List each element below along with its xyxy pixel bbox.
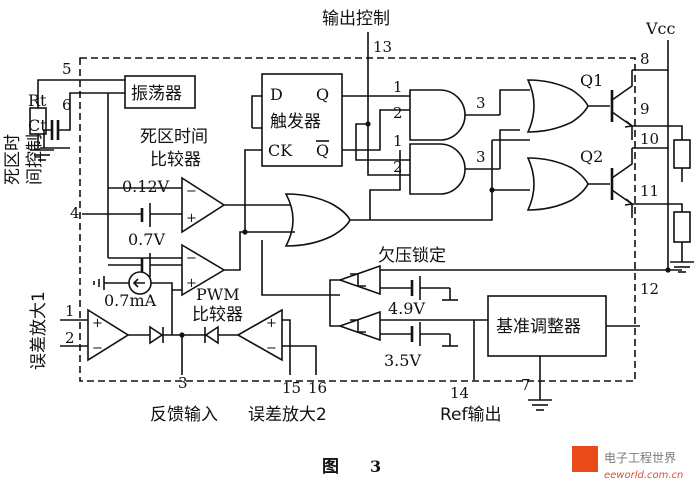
q2-label: Q2 (580, 147, 603, 166)
svg-text:−: − (92, 341, 103, 356)
svg-text:1: 1 (393, 78, 403, 96)
pin-14: 14 (450, 384, 469, 402)
watermark-site: eeworld.com.cn (604, 470, 683, 481)
transistor-q1 (610, 70, 634, 140)
rt-label: Rt (28, 91, 47, 110)
pin-15: 15 (282, 379, 301, 397)
ref-out-label: Ref输出 (440, 405, 502, 425)
pin-1: 1 (65, 302, 75, 320)
vcc-label: Vcc (645, 19, 676, 38)
dt-plus: + (186, 211, 197, 226)
pin-12: 12 (640, 280, 659, 298)
svg-text:+: + (186, 276, 197, 291)
pwm-comparator (181, 243, 226, 297)
deadtime-ctrl-label-1: 死区时 (3, 134, 23, 185)
pin-3: 3 (178, 374, 188, 392)
pin-16: 16 (308, 379, 327, 397)
v012-label: 0.12V (122, 177, 170, 196)
v07-label: 0.7V (128, 230, 165, 249)
pin-4: 4 (70, 204, 80, 222)
svg-text:2: 2 (393, 158, 403, 176)
svg-text:+: + (266, 316, 277, 331)
ref-reg-label: 基准调整器 (496, 317, 581, 337)
svg-text:3: 3 (476, 148, 486, 166)
load-resistor-1 (673, 139, 691, 169)
q1-label: Q1 (580, 71, 603, 90)
caption-num: 3 (370, 457, 381, 476)
pin-10: 10 (640, 130, 659, 148)
svg-text:+: + (92, 316, 103, 331)
pin-8: 8 (640, 50, 650, 68)
dt-minus: − (186, 184, 197, 199)
ff-qbar: Q (316, 141, 329, 160)
diode-2 (204, 325, 219, 345)
v49-label: 4.9V (388, 299, 425, 318)
chip-boundary (79, 57, 636, 382)
watermark-logo (572, 446, 598, 472)
deadtime-cmp-label-1: 死区时间 (140, 127, 208, 147)
error-amp-1 (87, 308, 130, 362)
or-gate-q1 (526, 79, 589, 133)
ref-regulator-box (487, 295, 607, 357)
pin-13: 13 (373, 38, 392, 56)
err-amp2-label: 误差放大2 (248, 405, 327, 425)
watermark-brand: 电子工程世界 (604, 450, 676, 465)
and-gate-2 (409, 143, 466, 195)
err-amp1-label: 误差放大1 (29, 291, 49, 370)
pin-11: 11 (640, 182, 659, 200)
and-gate-1 (409, 89, 466, 141)
undervoltage-label: 欠压锁定 (378, 246, 446, 266)
diode-1 (149, 325, 164, 345)
ff-ck: CK (268, 141, 293, 160)
or-gate-main (284, 193, 351, 247)
svg-text:3: 3 (476, 94, 486, 112)
transistor-q2 (610, 148, 634, 218)
uvlo-comparator-2 (337, 310, 381, 342)
v35-label: 3.5V (384, 351, 421, 370)
ct-label: Ct (28, 116, 47, 135)
or-gate-q2 (526, 157, 589, 211)
i07-label: 0.7mA (104, 291, 157, 310)
ff-q: Q (316, 85, 329, 104)
output-control-label: 输出控制 (322, 9, 390, 29)
rt-ct-network (29, 79, 82, 161)
pin-9: 9 (640, 100, 650, 118)
deadtime-cmp-label-2: 比较器 (150, 150, 201, 170)
caption-fig: 图 (322, 457, 339, 477)
svg-text:−: − (266, 341, 277, 356)
pin-6: 6 (62, 96, 72, 114)
deadtime-comparator (181, 176, 226, 234)
pwm-label-1: PWM (196, 285, 240, 304)
oscillator-box (124, 75, 196, 109)
svg-text:2: 2 (393, 104, 403, 122)
pin-2: 2 (65, 329, 75, 347)
oscillator-label: 振荡器 (131, 84, 182, 104)
svg-text:−: − (186, 251, 197, 266)
ff-d: D (270, 85, 283, 104)
pin-7: 7 (521, 376, 531, 394)
uvlo-comparator-1 (337, 264, 381, 296)
ff-name: 触发器 (270, 112, 321, 132)
svg-text:1: 1 (393, 132, 403, 150)
flip-flop-box (261, 73, 343, 167)
error-amp-2 (236, 308, 283, 362)
watermark: 电子工程世界 eeworld.com.cn (572, 446, 683, 481)
feedback-in-label: 反馈输入 (150, 405, 218, 425)
load-resistor-2 (673, 211, 691, 243)
pwm-label-2: 比较器 (192, 305, 243, 325)
pin-5: 5 (62, 60, 72, 78)
deadtime-ctrl-label-2: 间控制 (25, 134, 45, 185)
